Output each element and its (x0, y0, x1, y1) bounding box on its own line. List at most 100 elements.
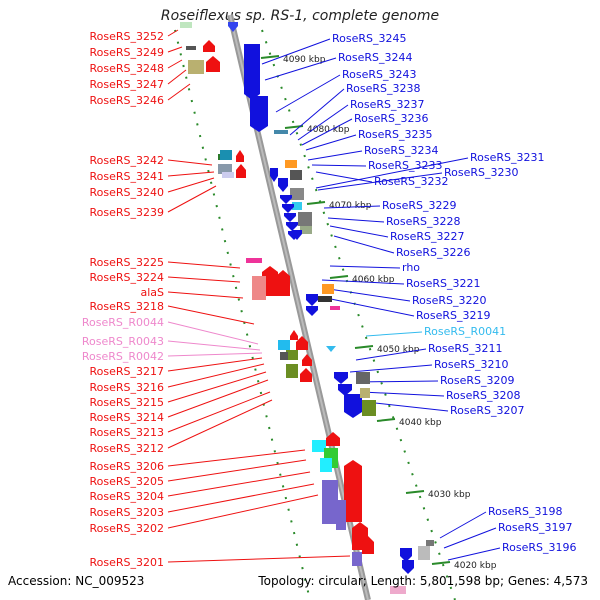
forward-gene-arrow (206, 56, 220, 72)
right-gene-label[interactable]: RoseRS_3226 (396, 246, 471, 259)
gene-box (330, 306, 340, 310)
right-callout-line (321, 287, 411, 302)
left-callout-line (167, 357, 263, 372)
right-callout-line (305, 134, 357, 151)
right-gene-label[interactable]: RoseRS_R0041 (424, 325, 506, 338)
left-gene-label[interactable]: RoseRS_R0044 (82, 316, 164, 329)
right-gene-label[interactable]: RoseRS_3244 (338, 51, 413, 64)
right-callout-line (264, 57, 337, 81)
right-callout-line (301, 118, 353, 146)
left-gene-label[interactable]: RoseRS_3203 (90, 506, 165, 519)
gene-box (356, 372, 370, 384)
right-gene-label[interactable]: RoseRS_3228 (386, 215, 461, 228)
left-gene-label[interactable]: RoseRS_R0042 (82, 350, 164, 363)
left-gene-label[interactable]: RoseRS_3249 (90, 46, 165, 59)
left-gene-label[interactable]: RoseRS_3247 (90, 78, 165, 91)
left-gene-label[interactable]: RoseRS_3204 (90, 490, 165, 503)
right-gene-label[interactable]: RoseRS_3198 (488, 505, 563, 518)
right-gene-label[interactable]: RoseRS_3210 (434, 358, 509, 371)
gene-box (312, 440, 326, 452)
reverse-gene-arrow (306, 294, 318, 306)
left-gene-label[interactable]: RoseRS_3224 (90, 271, 165, 284)
right-callout-line (439, 511, 487, 539)
right-gene-label[interactable]: RoseRS_3219 (416, 309, 491, 322)
gene-box (320, 458, 332, 472)
right-gene-label[interactable]: RoseRS_3238 (346, 82, 421, 95)
left-callout-line (167, 46, 183, 53)
right-gene-label[interactable]: RoseRS_3227 (390, 230, 465, 243)
left-callout-line (167, 371, 267, 403)
right-gene-label[interactable]: rho (402, 261, 420, 274)
left-gene-label[interactable]: RoseRS_3205 (90, 475, 165, 488)
right-gene-label[interactable]: RoseRS_3221 (406, 277, 481, 290)
reverse-gene-arrow (344, 394, 362, 418)
right-gene-label[interactable]: RoseRS_3245 (332, 32, 407, 45)
left-gene-label[interactable]: RoseRS_R0043 (82, 335, 164, 348)
right-gene-label[interactable]: RoseRS_3235 (358, 128, 433, 141)
left-callout-line (167, 305, 255, 325)
gene-box (292, 202, 302, 210)
right-callout-line (261, 38, 331, 65)
reverse-gene-arrow (334, 372, 348, 384)
forward-gene-arrow (276, 270, 290, 296)
right-callout-line (297, 104, 349, 141)
right-gene-label[interactable]: RoseRS_3196 (502, 541, 577, 554)
reverse-gene-arrow (284, 213, 296, 222)
left-callout-line (167, 276, 241, 283)
kbp-tick-mark (405, 490, 425, 494)
left-gene-label[interactable]: RoseRS_3214 (90, 411, 165, 424)
right-gene-label[interactable]: RoseRS_3211 (428, 342, 503, 355)
left-gene-label[interactable]: alaS (140, 286, 164, 299)
left-gene-label[interactable]: RoseRS_3252 (90, 30, 165, 43)
right-gene-label[interactable]: RoseRS_3232 (374, 175, 449, 188)
left-gene-label[interactable]: RoseRS_3213 (90, 426, 165, 439)
right-gene-label[interactable]: RoseRS_3220 (412, 294, 487, 307)
right-gene-label[interactable]: RoseRS_3197 (498, 521, 573, 534)
left-gene-label[interactable]: RoseRS_3225 (90, 256, 165, 269)
left-gene-label[interactable]: RoseRS_3206 (90, 460, 165, 473)
right-gene-label[interactable]: RoseRS_3209 (440, 374, 515, 387)
forward-gene-arrow (362, 536, 374, 554)
right-callout-line (327, 217, 385, 223)
right-gene-label[interactable]: RoseRS_3233 (368, 159, 443, 172)
left-gene-label[interactable]: RoseRS_3215 (90, 396, 165, 409)
left-gene-label[interactable]: RoseRS_3241 (90, 170, 165, 183)
left-gene-label[interactable]: RoseRS_3246 (90, 94, 165, 107)
right-gene-label[interactable]: RoseRS_3208 (446, 389, 521, 402)
right-gene-label[interactable]: RoseRS_3207 (450, 404, 525, 417)
forward-gene-arrow (296, 336, 308, 350)
left-gene-label[interactable]: RoseRS_3239 (90, 206, 165, 219)
right-gene-label[interactable]: RoseRS_3231 (470, 151, 545, 164)
right-gene-label[interactable]: RoseRS_3237 (350, 98, 425, 111)
left-gene-label[interactable]: RoseRS_3240 (90, 186, 165, 199)
left-gene-label[interactable]: RoseRS_3217 (90, 365, 165, 378)
gene-box (362, 400, 376, 416)
left-callout-line (167, 69, 187, 85)
right-gene-label[interactable]: RoseRS_3243 (342, 68, 417, 81)
left-gene-label[interactable]: RoseRS_3216 (90, 381, 165, 394)
left-gene-label[interactable]: RoseRS_3218 (90, 300, 165, 313)
left-gene-label[interactable]: RoseRS_3202 (90, 522, 165, 535)
right-gene-label[interactable]: RoseRS_3234 (364, 144, 439, 157)
gene-box (322, 480, 338, 524)
right-gene-label[interactable]: RoseRS_3229 (382, 199, 457, 212)
kbp-tick-label: 4020 kbp (454, 561, 497, 571)
left-gene-label[interactable]: RoseRS_3248 (90, 62, 165, 75)
left-gene-label[interactable]: RoseRS_3201 (90, 556, 165, 569)
right-gene-label[interactable]: RoseRS_3236 (354, 112, 429, 125)
left-gene-label[interactable]: RoseRS_3212 (90, 442, 165, 455)
right-callout-line (443, 527, 497, 549)
reverse-gene-arrow (278, 178, 288, 192)
right-callout-line (333, 235, 395, 254)
right-callout-lines (261, 38, 501, 561)
left-gene-label[interactable]: RoseRS_3242 (90, 154, 165, 167)
right-gene-labels: RoseRS_3245RoseRS_3244RoseRS_3243RoseRS_… (332, 32, 577, 554)
left-callout-line (167, 261, 241, 269)
left-callout-line (167, 399, 273, 449)
gene-box (220, 150, 232, 160)
gene-box (285, 160, 297, 168)
gene-box (222, 172, 234, 178)
right-gene-label[interactable]: RoseRS_3230 (444, 166, 519, 179)
gene-box (336, 500, 346, 530)
